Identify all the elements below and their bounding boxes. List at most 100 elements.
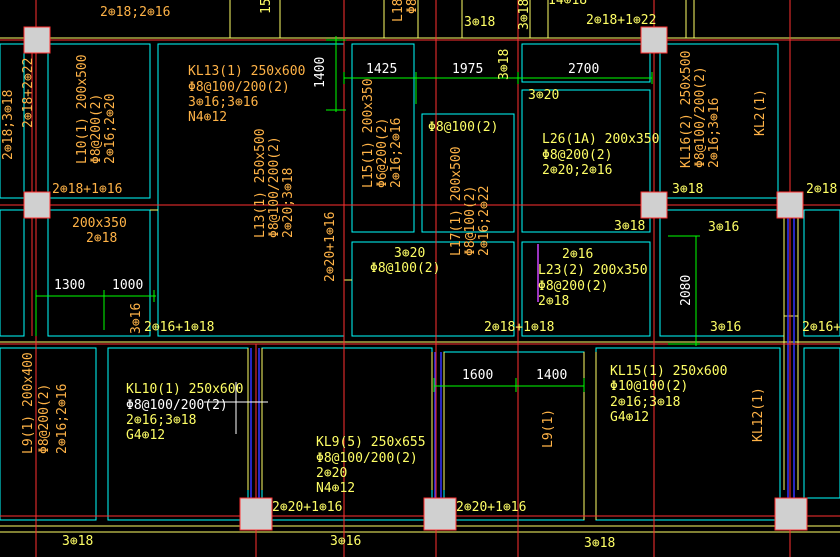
beam-label-l23: L23(2) 200x350 [538,263,648,278]
beam-label-kl10: 2⊕16;3⊕18 [126,413,196,428]
beam-label: 3⊕18 [672,182,703,197]
beam-label-l17: Φ8@100(2) [463,186,478,256]
beam-label-kl15: 2⊕16;3⊕18 [610,395,680,410]
beam-label: 2⊕18;3⊕18 [1,90,16,160]
beam-label: 3⊕18 [464,15,495,30]
beam-label: 2⊕18+1⊕16 [52,182,122,197]
column [640,26,668,54]
beam-label-l13: L13(1) 250x500 [253,128,268,238]
beam-label: Φ8@100(2) [370,261,440,276]
beam-label: 15 [259,0,274,14]
beam-label: 2⊕18+1⊕18 [484,320,554,335]
beam-label-l13: 2⊕20;3⊕18 [281,168,296,238]
beam-label-kl15: KL15(1) 250x600 [610,364,727,379]
beam-label: 3⊕18 [584,536,615,551]
beam-label-kl13: N4⊕12 [188,110,227,125]
beam-label-kl13: 3⊕16;3⊕16 [188,95,258,110]
beam-label-kl9: N4⊕12 [316,481,355,496]
dimension-label: 1425 [366,62,397,77]
beam-label-l17: L17(1) 200x500 [449,146,464,256]
beam-label: 2⊕18;2⊕16 [100,5,170,20]
beam-label-kl13: KL13(1) 250x600 [188,64,305,79]
beam-label-kl9: Φ8@100/200(2) [316,451,418,466]
column [774,497,808,531]
beam-label-l15: 2⊕16;2⊕16 [389,118,404,188]
column [776,191,804,219]
dimension-label: 1400 [536,368,567,383]
beam-label: 200x350 [72,216,127,231]
beam-label-l15: L15(1) 200x350 [361,78,376,188]
beam-label-kl9: 2⊕20 [316,466,347,481]
beam-label-kl10: KL10(1) 250x600 [126,382,243,397]
beam-label: 3⊕16 [129,303,144,334]
beam-label: 2⊕20+1⊕16 [456,500,526,515]
columns [23,26,808,531]
dimension-label: 1600 [462,368,493,383]
beam-label: 14⊕18 [548,0,587,8]
beam-label-l9: L9(1) 200x400 [21,352,36,454]
beam-label: 3⊕16 [708,220,739,235]
beam-label: 3⊕18 [62,534,93,549]
beam-label-l15: Φ6@200(2) [375,118,390,188]
beam-label: Φ8@100(2) [428,120,498,135]
beam-label-kl16: KL16(2) 250x500 [679,51,694,168]
dimension-label: 1975 [452,62,483,77]
beam-label: 3⊕18 [614,219,645,234]
column [23,191,51,219]
beam-label-kl10: Φ8@100/200(2) [126,398,228,413]
beam-label-l17: 2⊕16;2⊕22 [477,186,492,256]
column [239,497,273,531]
beam-label: 2⊕18 [86,231,117,246]
beam-label: L18 [391,0,406,22]
beam-label-l26: Φ8@200(2) [542,148,612,163]
beam-label: 3⊕18 [497,49,512,80]
beam-label-kl16: 2⊕16;3⊕16 [707,98,722,168]
beam-label-kl15: Φ10@100(2) [610,379,688,394]
beam-label: KL12(1) [751,387,766,442]
beam-label: 3⊕20 [394,246,425,261]
beam-label-l23: 2⊕18 [538,294,569,309]
beam-label-l10: L10(1) 200x500 [75,54,90,164]
beam-label-l10: 2⊕16;2⊕20 [103,94,118,164]
beam-label-kl9: KL9(5) 250x655 [316,435,426,450]
beam-label-l23: Φ8@200(2) [538,279,608,294]
beam-label-l9: 2⊕16;2⊕16 [55,384,70,454]
beam-label: 2⊕20+1⊕16 [323,212,338,282]
beam-label-l13: Φ8@100/200(2) [267,136,282,238]
column [423,497,457,531]
rebar-lines [250,210,795,500]
column [640,191,668,219]
beam-label-kl10: G4⊕12 [126,428,165,443]
beam-label-l10: Φ8@200(2) [89,94,104,164]
beam-label: 2⊕18+1⊕22 [586,13,656,28]
dimension-label: 1400 [313,57,328,88]
beam-label: L9(1) [541,409,556,448]
beam-label: 2⊕16 [562,247,593,262]
beam-label-l26: L26(1A) 200x350 [542,132,659,147]
beam-label: 2⊕18 [806,182,837,197]
beam-label-kl15: G4⊕12 [610,410,649,425]
beam-label: Φ8 [405,0,420,14]
beam-label: 3⊕18 [517,0,532,30]
beam-label: KL2(1) [753,89,768,136]
dimension-lines [35,36,700,392]
beam-label-l9: Φ8@200(2) [37,384,52,454]
beam-label: 2⊕16+1⊕ [802,320,840,335]
beam-label: 2⊕16+1⊕18 [144,320,214,335]
beam-label-l26: 2⊕20;2⊕16 [542,163,612,178]
beam-outlines [0,43,840,521]
dimension-label: 2080 [679,275,694,306]
beam-label: 2⊕20+1⊕16 [272,500,342,515]
beam-label: 2⊕18+2⊕22 [21,58,36,128]
beam-label: 3⊕16 [330,534,361,549]
column [23,26,51,54]
crosshair-cursor-icon [204,382,268,434]
walls [0,0,840,533]
beam-label-kl13: Φ8@100/200(2) [188,80,290,95]
dimension-label: 1300 [54,278,85,293]
beam-label: 3⊕20 [528,88,559,103]
dimension-label: 1000 [112,278,143,293]
